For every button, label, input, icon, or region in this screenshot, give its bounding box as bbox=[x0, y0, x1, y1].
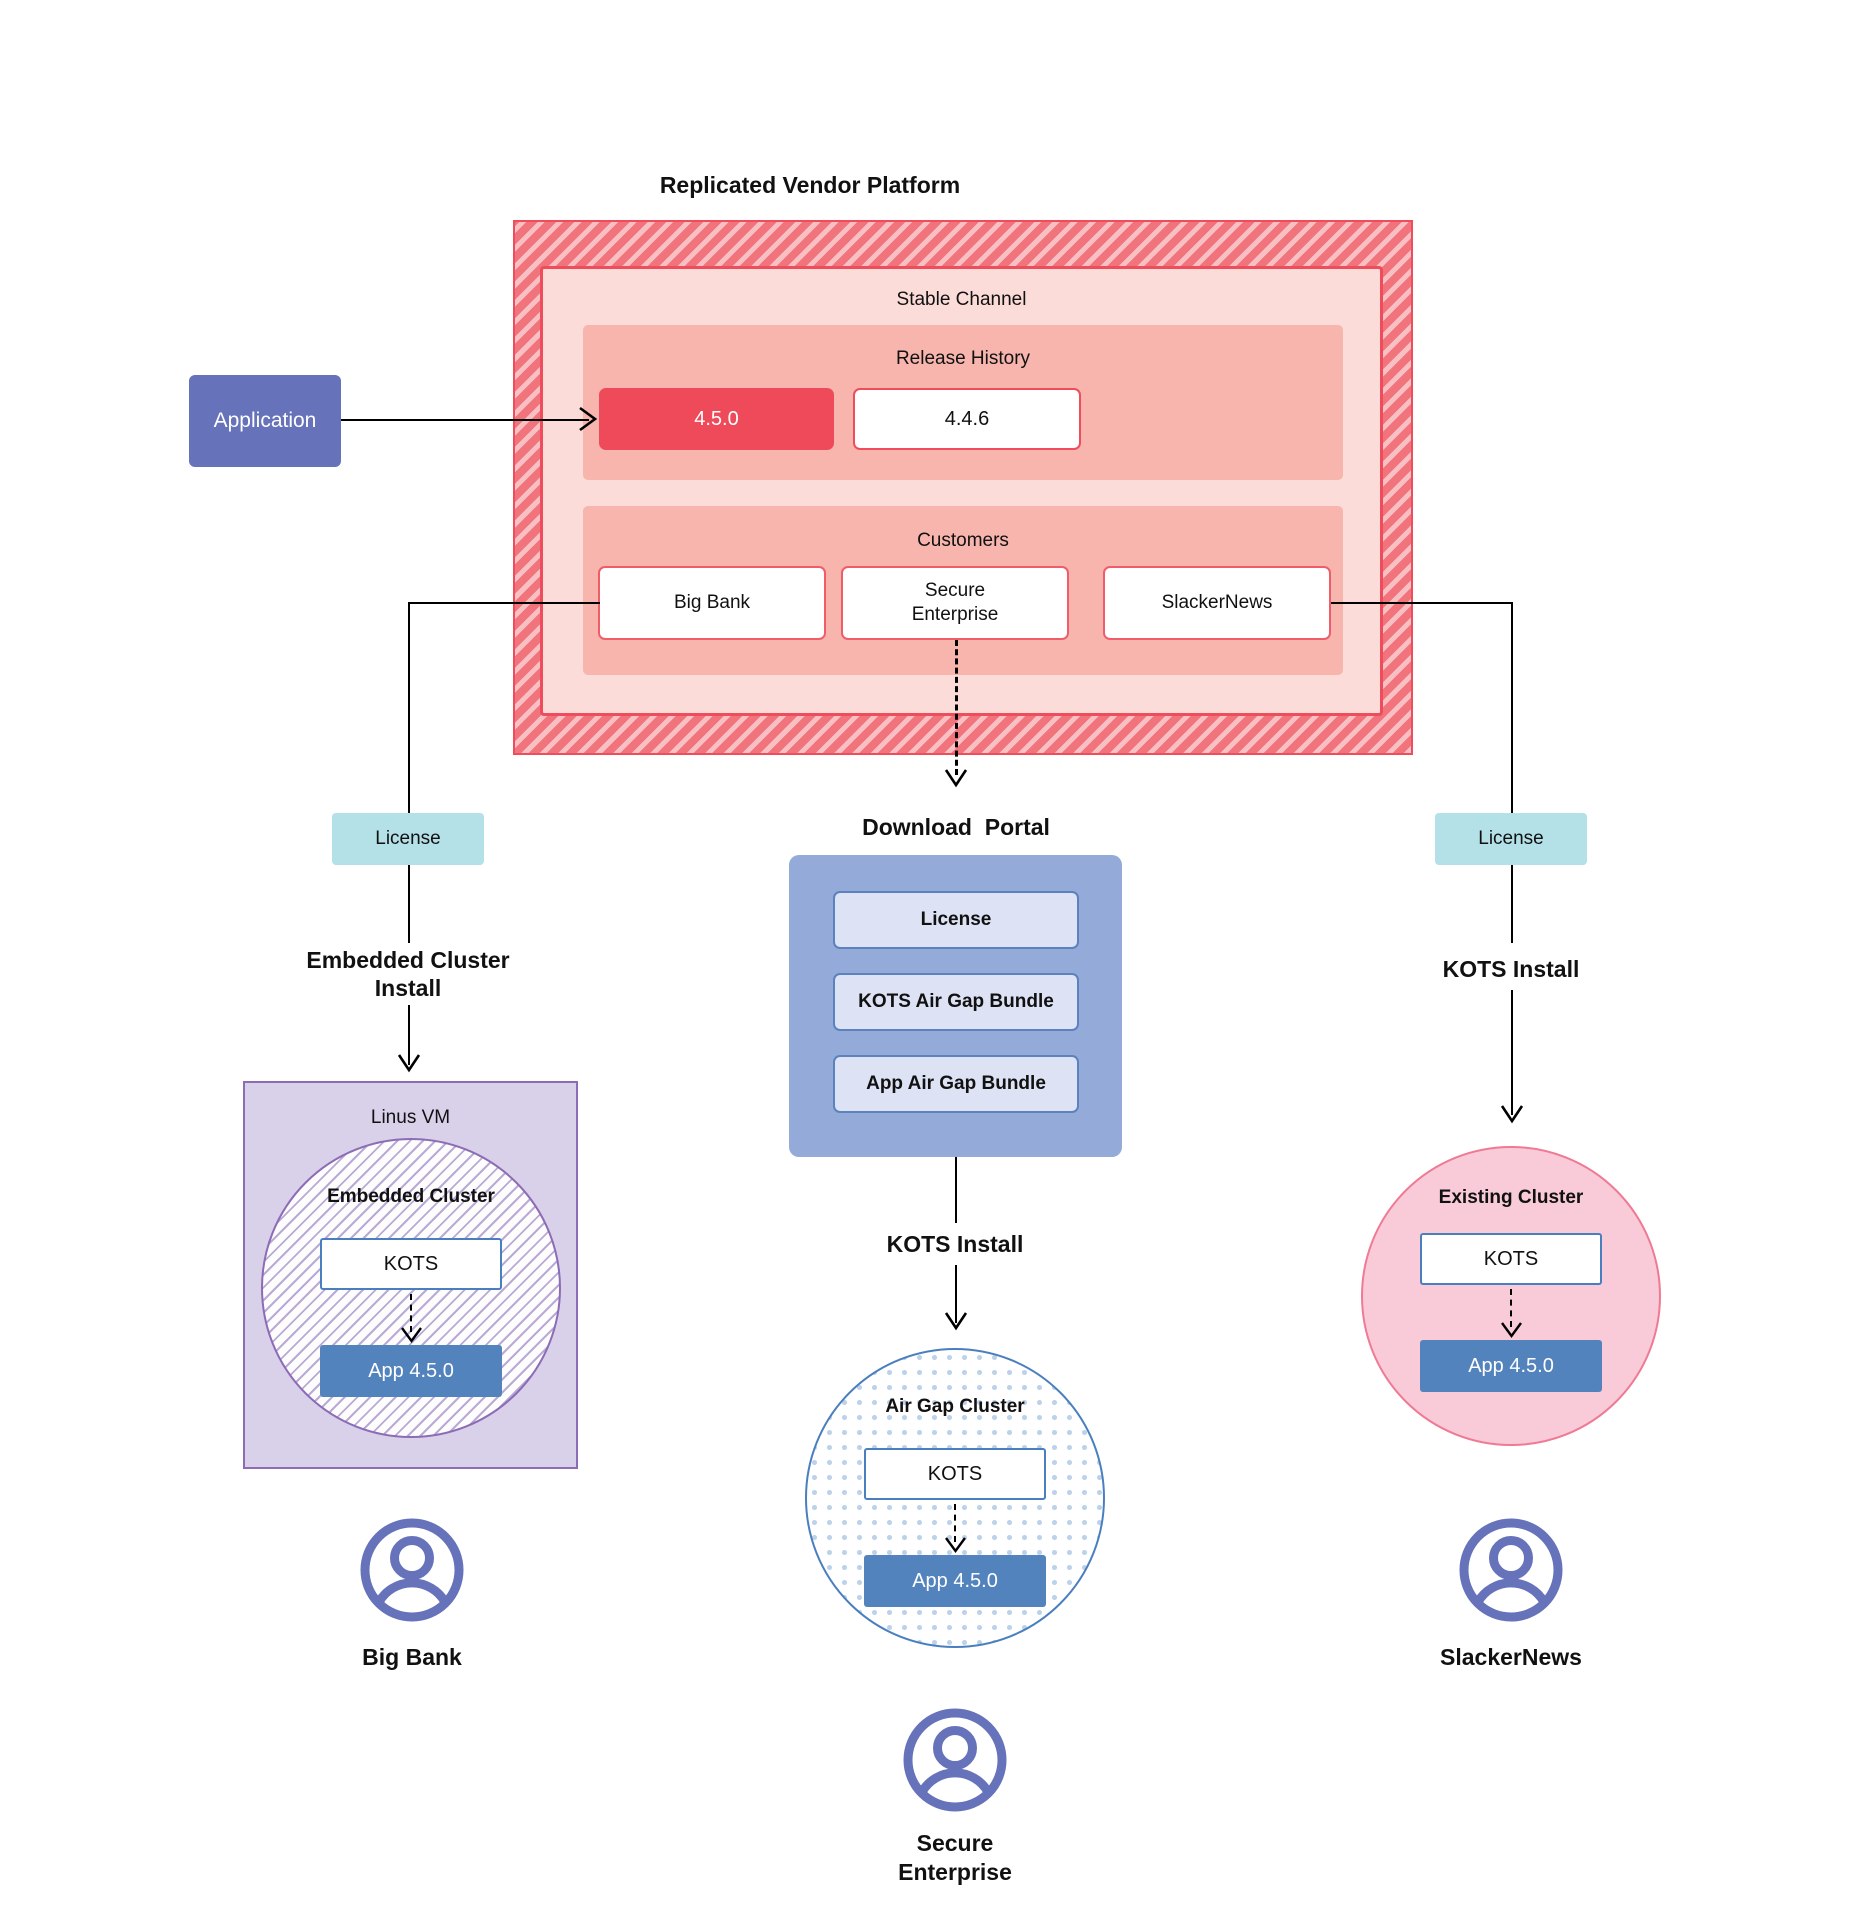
slackernews-connector-to-cluster bbox=[1511, 990, 1513, 1115]
customer-card-big-bank[interactable]: Big Bank bbox=[598, 566, 826, 640]
customer-card-secure-enterprise[interactable]: Secure Enterprise bbox=[841, 566, 1069, 640]
bigbank-connector-to-vm bbox=[408, 1005, 410, 1065]
kots-install-label-right: KOTS Install bbox=[1442, 955, 1580, 982]
kots-install-label-middle: KOTS Install bbox=[886, 1230, 1024, 1257]
customer-card-slackernews[interactable]: SlackerNews bbox=[1103, 566, 1331, 640]
bigbank-vertical-connector bbox=[408, 602, 410, 814]
arrowhead-down-icon bbox=[944, 769, 968, 788]
airgap-kots-to-app-dashed bbox=[954, 1504, 956, 1542]
arrowhead-down-icon bbox=[1501, 1322, 1522, 1339]
download-portal-title: Download Portal bbox=[862, 813, 1050, 840]
license-chip-left[interactable]: License bbox=[332, 813, 484, 865]
kots-label: KOTS bbox=[927, 1462, 983, 1485]
avatar-icon bbox=[360, 1518, 464, 1622]
embedded-kots-box[interactable]: KOTS bbox=[320, 1238, 502, 1290]
slackernews-vertical-connector bbox=[1511, 602, 1513, 814]
existing-cluster-label: Existing Cluster bbox=[1438, 1187, 1584, 1209]
diagram-title: Replicated Vendor Platform bbox=[659, 171, 961, 198]
arrowhead-down-icon bbox=[401, 1327, 422, 1344]
bigbank-connector-to-label bbox=[408, 865, 410, 943]
app-label: App 4.5.0 bbox=[368, 1359, 454, 1382]
avatar-icon bbox=[1459, 1518, 1563, 1622]
app-label: App 4.5.0 bbox=[912, 1569, 998, 1592]
customer-name-big-bank: Big Bank bbox=[362, 1643, 462, 1670]
arrowhead-right-icon bbox=[579, 406, 598, 432]
app-label: App 4.5.0 bbox=[1468, 1354, 1554, 1377]
linux-vm-label: Linus VM bbox=[370, 1107, 451, 1129]
existing-app-box[interactable]: App 4.5.0 bbox=[1420, 1340, 1602, 1392]
airgap-app-box[interactable]: App 4.5.0 bbox=[864, 1555, 1046, 1607]
secure-enterprise-dashed-connector bbox=[955, 640, 958, 775]
avatar-icon bbox=[903, 1708, 1007, 1812]
application-to-release-connector bbox=[341, 419, 589, 421]
stable-channel-label: Stable Channel bbox=[896, 289, 1027, 311]
embedded-kots-to-app-dashed bbox=[410, 1294, 412, 1332]
install-to-airgap-connector bbox=[955, 1265, 957, 1323]
embedded-cluster-install-label: Embedded Cluster Install bbox=[306, 946, 510, 1001]
license-chip-right[interactable]: License bbox=[1435, 813, 1587, 865]
customer-card-label: Big Bank bbox=[673, 592, 751, 614]
release-card-current[interactable]: 4.5.0 bbox=[599, 388, 834, 450]
portal-item-label: License bbox=[920, 909, 992, 931]
portal-to-install-connector bbox=[955, 1157, 957, 1223]
portal-item-license[interactable]: License bbox=[833, 891, 1079, 949]
customer-name-secure-enterprise: Secure Enterprise bbox=[898, 1830, 1012, 1885]
portal-item-kots-air-gap-bundle[interactable]: KOTS Air Gap Bundle bbox=[833, 973, 1079, 1031]
embedded-cluster-label: Embedded Cluster bbox=[327, 1186, 495, 1208]
license-chip-label: License bbox=[1478, 828, 1544, 850]
air-gap-cluster-label: Air Gap Cluster bbox=[885, 1396, 1025, 1418]
kots-label: KOTS bbox=[383, 1252, 439, 1275]
arrowhead-down-icon bbox=[397, 1054, 421, 1073]
portal-item-label: KOTS Air Gap Bundle bbox=[858, 991, 1054, 1013]
license-chip-label: License bbox=[375, 828, 441, 850]
portal-item-label: App Air Gap Bundle bbox=[866, 1073, 1046, 1095]
release-version-previous: 4.4.6 bbox=[944, 407, 990, 430]
release-history-label: Release History bbox=[895, 348, 1031, 370]
release-version-current: 4.5.0 bbox=[694, 407, 739, 430]
bigbank-horizontal-connector bbox=[408, 602, 600, 604]
customer-name-slackernews: SlackerNews bbox=[1440, 1643, 1582, 1670]
portal-item-app-air-gap-bundle[interactable]: App Air Gap Bundle bbox=[833, 1055, 1079, 1113]
existing-kots-box[interactable]: KOTS bbox=[1420, 1233, 1602, 1285]
customer-card-label: SlackerNews bbox=[1161, 592, 1273, 614]
slackernews-connector-to-label bbox=[1511, 865, 1513, 943]
kots-label: KOTS bbox=[1483, 1247, 1539, 1270]
arrowhead-down-icon bbox=[945, 1537, 966, 1554]
slackernews-horizontal-connector bbox=[1331, 602, 1513, 604]
customer-card-label: Secure Enterprise bbox=[911, 580, 999, 625]
arrowhead-down-icon bbox=[944, 1312, 968, 1331]
release-card-previous[interactable]: 4.4.6 bbox=[853, 388, 1081, 450]
arrowhead-down-icon bbox=[1500, 1105, 1524, 1124]
airgap-kots-box[interactable]: KOTS bbox=[864, 1448, 1046, 1500]
customers-label: Customers bbox=[917, 530, 1009, 552]
existing-kots-to-app-dashed bbox=[1510, 1289, 1512, 1327]
embedded-app-box[interactable]: App 4.5.0 bbox=[320, 1345, 502, 1397]
application-node[interactable]: Application bbox=[189, 375, 341, 467]
application-label: Application bbox=[213, 408, 317, 432]
